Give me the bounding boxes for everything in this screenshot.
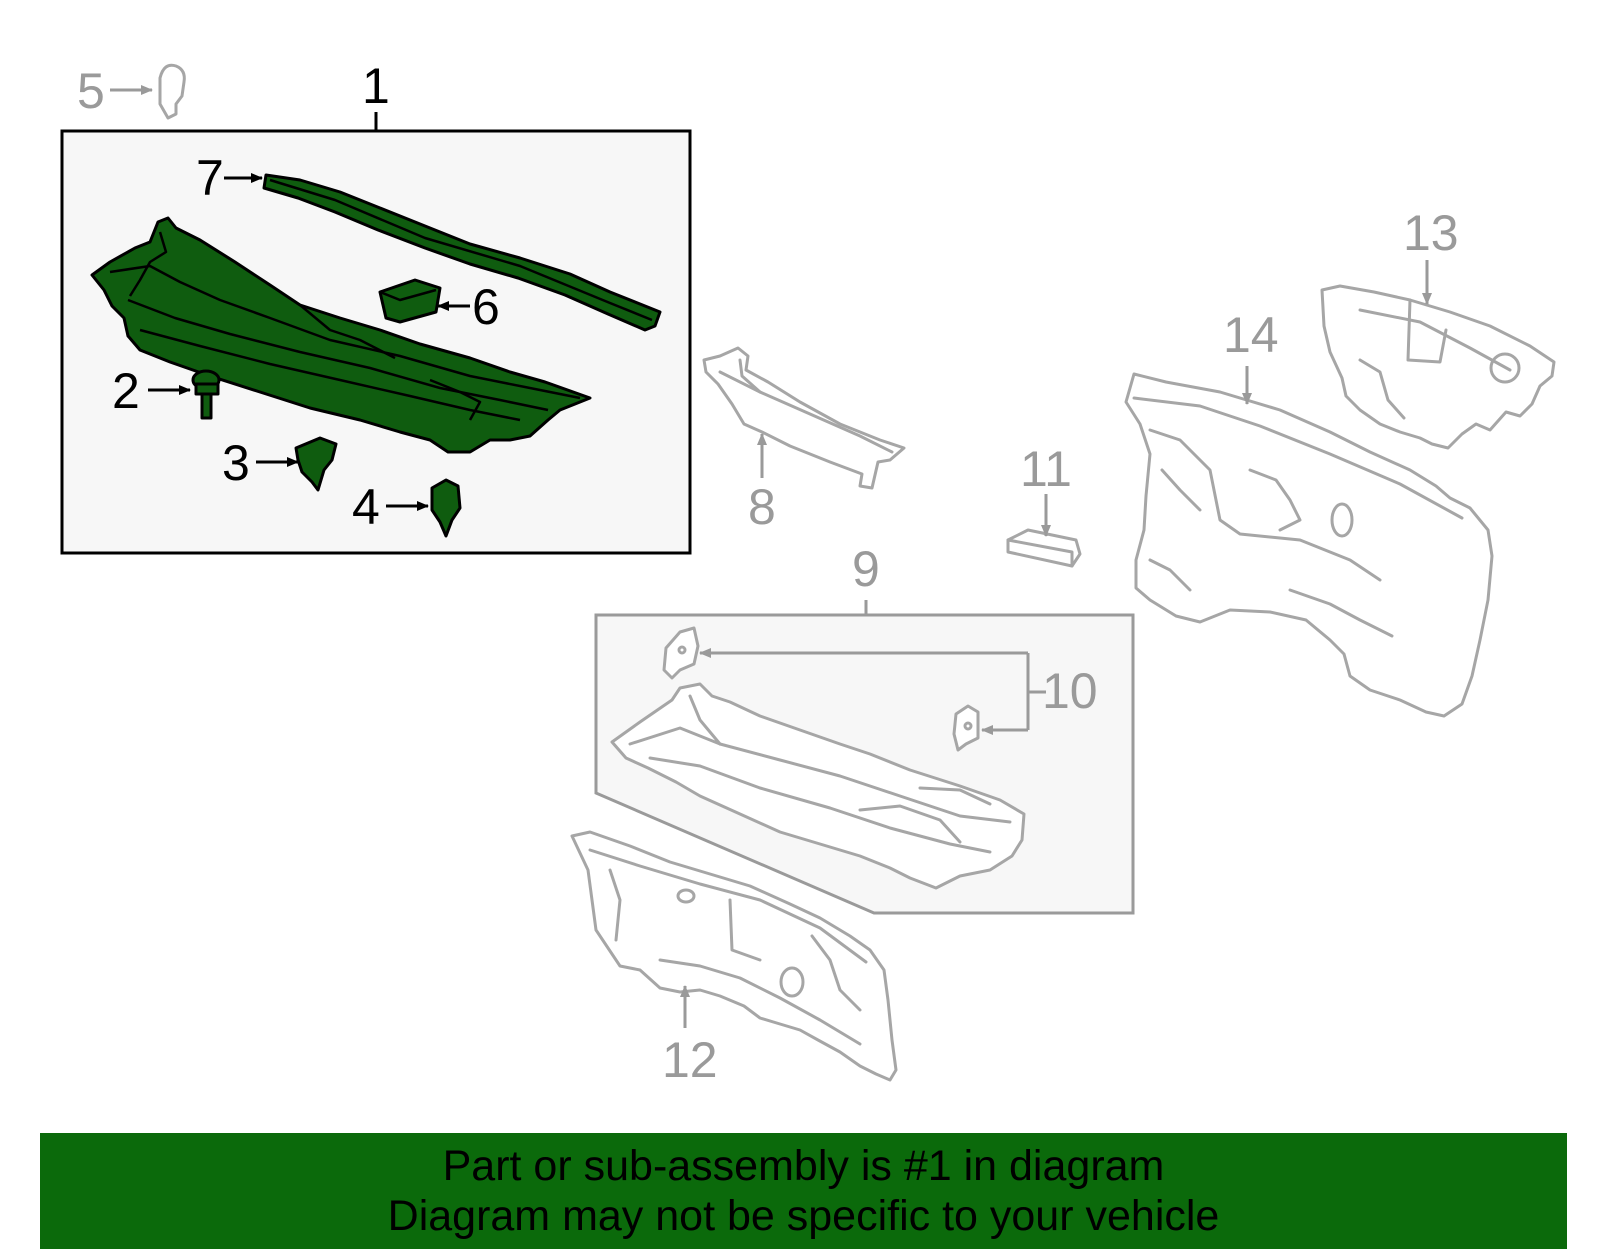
part-8-bracket	[702, 346, 906, 490]
part-7-weatherstrip	[262, 173, 662, 332]
callout-10: 10	[1042, 663, 1098, 719]
part-13-insulator	[1320, 284, 1556, 450]
part-6-clip	[378, 278, 442, 324]
callout-12: 12	[662, 1032, 718, 1088]
callout-8: 8	[748, 479, 776, 535]
callout-7: 7	[196, 150, 224, 206]
callout-4: 4	[352, 479, 380, 535]
banner-line-2: Diagram may not be specific to your vehi…	[387, 1192, 1220, 1240]
callout-14: 14	[1223, 307, 1279, 363]
banner-line-1: Part or sub-assembly is #1 in diagram	[442, 1142, 1165, 1190]
callout-13: 13	[1403, 205, 1459, 261]
part-3-clip	[294, 436, 338, 492]
disclaimer-banner: Part or sub-assembly is #1 in diagram Di…	[40, 1133, 1567, 1249]
callout-3: 3	[222, 435, 250, 491]
callout-1: 1	[362, 58, 390, 114]
callout-2: 2	[112, 363, 140, 419]
part-2-bolt	[191, 369, 221, 420]
callout-5: 5	[77, 63, 105, 119]
callout-9: 9	[852, 541, 880, 597]
callout-11: 11	[1020, 441, 1072, 497]
part-5-clip	[158, 63, 186, 120]
callout-6: 6	[472, 279, 500, 335]
part-4-clip	[430, 478, 462, 538]
